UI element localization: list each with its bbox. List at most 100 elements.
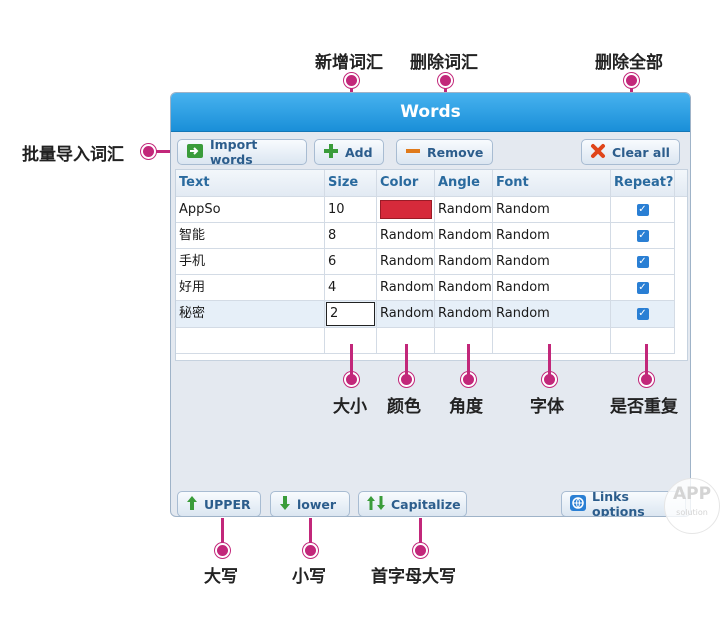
watermark-logo: APP solution [664, 478, 720, 534]
cell-angle[interactable]: Random [435, 197, 493, 223]
close-icon [590, 143, 606, 162]
links-options-label: Links options [592, 489, 645, 517]
annotation-repeat: 是否重复 [610, 397, 678, 417]
repeat-checkbox[interactable]: ✓ [636, 307, 649, 320]
cell-font[interactable]: Random [493, 223, 611, 249]
annotation-angle-line [467, 344, 470, 376]
cell-color[interactable]: Random [377, 301, 435, 328]
new-row-cell[interactable] [435, 328, 493, 354]
header-color[interactable]: Color [377, 170, 435, 197]
cell-size[interactable]: 6 [325, 249, 377, 275]
cell-size[interactable]: 4 [325, 275, 377, 301]
annotation-lower-dot [303, 543, 318, 558]
annotation-clear-dot [624, 73, 639, 88]
cell-text[interactable]: 好用 [176, 275, 325, 301]
repeat-checkbox[interactable]: ✓ [636, 281, 649, 294]
remove-button[interactable]: Remove [396, 139, 493, 165]
cell-font[interactable]: Random [493, 301, 611, 328]
annotation-font: 字体 [530, 397, 564, 417]
import-words-button[interactable]: Import words [177, 137, 307, 167]
cell-repeat[interactable]: ✓ [611, 275, 675, 301]
annotation-size: 大小 [333, 397, 367, 417]
header-text[interactable]: Text [176, 170, 325, 197]
annotation-font-line [548, 344, 551, 376]
lower-button[interactable]: lower [270, 491, 350, 516]
panel-title: Words [171, 93, 690, 132]
annotation-upper-dot [215, 543, 230, 558]
words-panel: Words Import words Add Remove Clear all … [170, 92, 691, 517]
annotation-clear: 删除全部 [595, 53, 663, 73]
cell-font[interactable]: Random [493, 197, 611, 223]
cell-color[interactable]: Random [377, 249, 435, 275]
arrow-down-icon [279, 495, 291, 514]
cell-color[interactable] [377, 197, 435, 223]
new-row-cell[interactable] [176, 328, 325, 354]
cell-repeat[interactable]: ✓ [611, 197, 675, 223]
annotation-size-line [350, 344, 353, 376]
cell-font[interactable]: Random [493, 275, 611, 301]
watermark-sub: solution [676, 508, 708, 517]
new-row-cell[interactable] [611, 328, 675, 354]
annotation-remove: 删除词汇 [410, 53, 478, 73]
upper-button[interactable]: UPPER [177, 491, 261, 516]
cell-angle[interactable]: Random [435, 249, 493, 275]
clear-all-button[interactable]: Clear all [581, 139, 680, 165]
words-table: Text Size Color Angle Font Repeat? AppSo… [175, 169, 688, 361]
annotation-color-line [405, 344, 408, 376]
add-label: Add [345, 144, 373, 160]
lower-label: lower [297, 496, 337, 512]
annotation-lower-line [309, 518, 312, 548]
cell-angle[interactable]: Random [435, 223, 493, 249]
cell-size[interactable]: 2 [325, 301, 377, 328]
annotation-capitalize-dot [413, 543, 428, 558]
minus-icon [405, 143, 421, 162]
cell-color[interactable]: Random [377, 223, 435, 249]
plus-icon [323, 143, 339, 162]
annotation-angle: 角度 [449, 397, 483, 417]
annotation-remove-dot [438, 73, 453, 88]
cell-repeat[interactable]: ✓ [611, 249, 675, 275]
remove-label: Remove [427, 144, 484, 160]
new-row-cell[interactable] [493, 328, 611, 354]
capitalize-label: Capitalize [391, 496, 461, 512]
watermark-main: APP [672, 484, 712, 504]
annotation-capitalize: 首字母大写 [371, 567, 456, 587]
arrow-up-icon [186, 495, 198, 514]
header-size[interactable]: Size [325, 170, 377, 197]
annotation-add: 新增词汇 [315, 53, 383, 73]
annotation-lower: 小写 [292, 567, 326, 587]
cell-repeat[interactable]: ✓ [611, 301, 675, 328]
cell-text[interactable]: AppSo [176, 197, 325, 223]
repeat-checkbox[interactable]: ✓ [636, 203, 649, 216]
capitalize-button[interactable]: Capitalize [358, 491, 467, 516]
cell-font[interactable]: Random [493, 249, 611, 275]
cell-angle[interactable]: Random [435, 301, 493, 328]
cell-size[interactable]: 8 [325, 223, 377, 249]
cell-angle[interactable]: Random [435, 275, 493, 301]
annotation-capitalize-line [419, 518, 422, 548]
annotation-upper: 大写 [204, 567, 238, 587]
cell-size[interactable]: 10 [325, 197, 377, 223]
cell-text[interactable]: 手机 [176, 249, 325, 275]
cell-color[interactable]: Random [377, 275, 435, 301]
size-edit-input[interactable]: 2 [326, 302, 375, 326]
annotation-repeat-line [645, 344, 648, 376]
header-angle[interactable]: Angle [435, 170, 493, 197]
annotation-add-dot [344, 73, 359, 88]
cell-text[interactable]: 秘密 [176, 301, 325, 328]
annotation-import-line [146, 150, 178, 153]
header-repeat[interactable]: Repeat? [611, 170, 675, 197]
header-font[interactable]: Font [493, 170, 611, 197]
globe-icon [570, 494, 586, 514]
up-down-arrows-icon [367, 495, 385, 514]
annotation-import-dot [141, 144, 156, 159]
add-button[interactable]: Add [314, 139, 384, 165]
import-words-label: Import words [210, 137, 258, 167]
repeat-checkbox[interactable]: ✓ [636, 255, 649, 268]
cell-text[interactable]: 智能 [176, 223, 325, 249]
repeat-checkbox[interactable]: ✓ [636, 229, 649, 242]
color-swatch[interactable] [380, 200, 432, 219]
annotation-color: 颜色 [387, 397, 421, 417]
cell-repeat[interactable]: ✓ [611, 223, 675, 249]
upper-label: UPPER [204, 496, 251, 512]
